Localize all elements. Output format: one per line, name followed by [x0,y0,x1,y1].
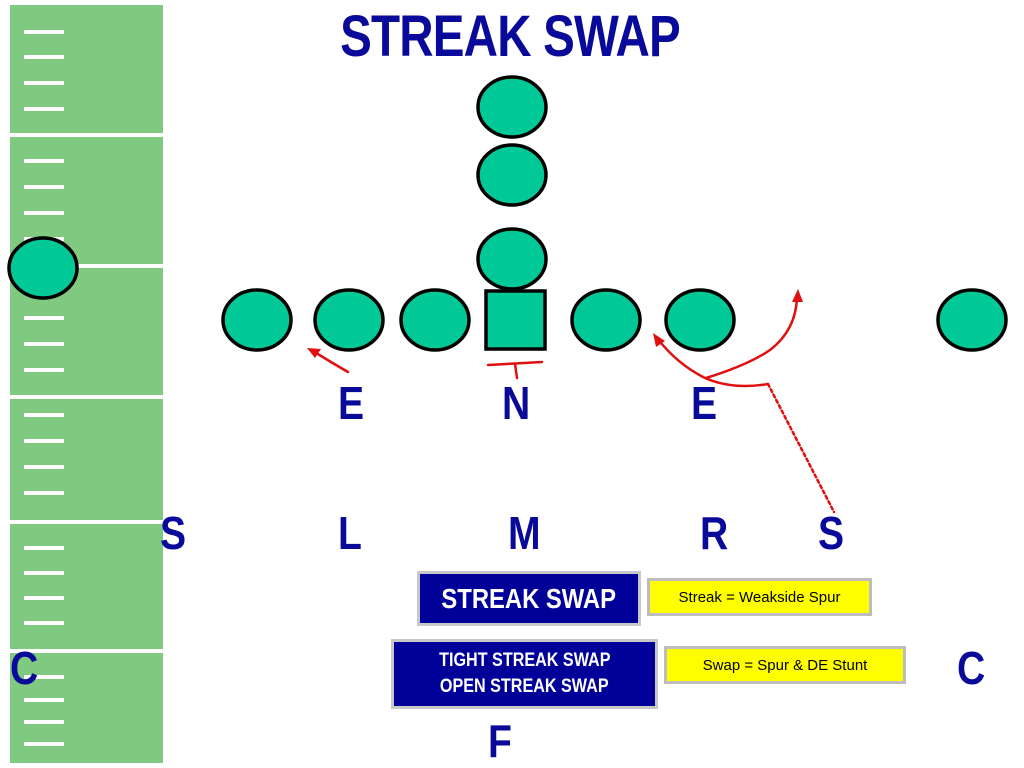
page-title: STREAK SWAP [340,4,681,69]
call-box-label: STREAK SWAP [441,582,617,614]
offense-tackle-left [313,288,385,352]
variant-tight-label: TIGHT STREAK SWAP [438,650,611,672]
note-streak: Streak = Weakside Spur [647,578,872,616]
end-stunt-arrowhead [792,289,803,302]
offense-back-middle [476,143,548,207]
spur-stunt-arrowhead [653,333,665,347]
offense-guard-left [399,288,471,352]
defender-corner-left: C [10,642,39,694]
spur-blitz-dotted-path [766,382,836,514]
offense-wide-receiver-right [936,288,1008,352]
offense-back-deep [476,75,548,139]
offense-tight-end-left [221,288,293,352]
variants-box: TIGHT STREAK SWAP OPEN STREAK SWAP [391,639,658,709]
note-swap: Swap = Spur & DE Stunt [664,646,906,684]
defender-nose: N [502,377,531,429]
field-strip [10,5,163,763]
offense-quarterback [476,227,548,291]
defender-mike: M [508,507,541,559]
offense-guard-right [570,288,642,352]
call-box: STREAK SWAP [417,571,641,626]
hash-marks [24,30,64,746]
defender-end-right: E [691,377,718,429]
end-stunt-path [704,295,799,380]
left-end-slant-path [311,349,350,374]
defender-linebacker-right: R [700,507,729,559]
variant-open-label: OPEN STREAK SWAP [440,676,609,697]
offense-center [484,289,547,351]
defender-linebacker-left: L [338,507,362,559]
defender-free-safety: F [488,715,512,767]
left-end-arrowhead [307,348,321,358]
defender-end-left: E [338,377,365,429]
defender-spur-right: S [818,507,845,559]
offense-tackle-right [664,288,736,352]
defender-corner-right: C [957,642,986,694]
field-turf [10,5,163,763]
defender-spur-left: S [160,507,187,559]
offense-wide-receiver-left [7,236,79,300]
nose-tick-mark [513,362,519,380]
